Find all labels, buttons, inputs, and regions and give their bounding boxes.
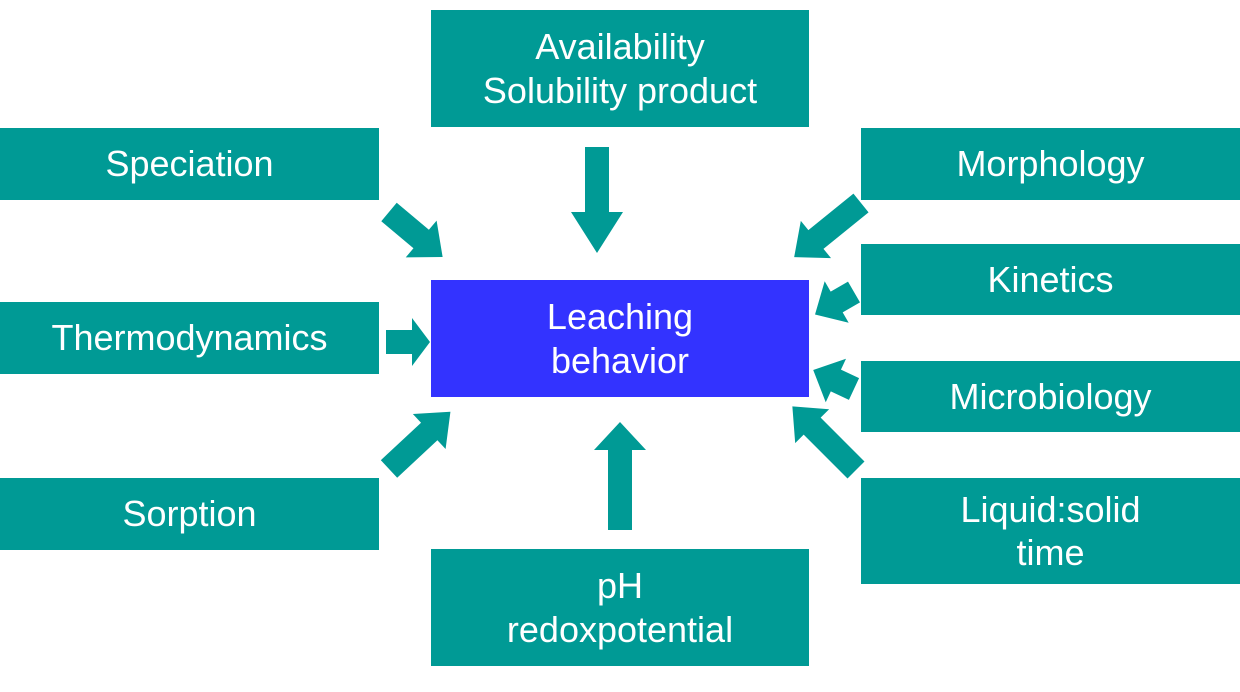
factor-availability-line-1: Availability [535, 26, 705, 68]
factor-kinetics-label: Kinetics [987, 258, 1114, 300]
factor-microbiology: Microbiology [861, 361, 1240, 432]
factor-speciation: Speciation [0, 128, 379, 200]
factor-thermodynamics: Thermodynamics [0, 302, 379, 374]
factor-availability-line-2: Solubility product [482, 69, 758, 111]
arrow-speciation [381, 202, 443, 258]
arrow-availability [571, 147, 623, 253]
factor-kinetics: Kinetics [861, 244, 1240, 315]
factor-availability: Availability Solubility product [431, 10, 809, 127]
factor-ph: pH redoxpotential [431, 549, 809, 666]
arrow-liquid-solid [792, 406, 865, 479]
factor-morphology: Morphology [861, 128, 1240, 200]
center-line-1: Leaching [546, 296, 694, 338]
factor-sorption-label: Sorption [122, 493, 257, 535]
factor-liquid-solid-line-1: Liquid:solid [960, 488, 1141, 530]
arrow-kinetics [815, 281, 860, 323]
factor-liquid-solid: Liquid:solid time [861, 478, 1240, 584]
factor-liquid-solid-line-2: time [1016, 532, 1085, 573]
arrow-sorption [380, 411, 451, 478]
arrow-morphology [794, 193, 869, 259]
factor-speciation-label: Speciation [105, 143, 274, 185]
arrow-thermodynamics [386, 318, 430, 366]
factor-sorption: Sorption [0, 478, 379, 550]
factor-microbiology-label: Microbiology [949, 375, 1152, 417]
factor-ph-line-2: redoxpotential [506, 608, 734, 650]
arrow-microbiology [813, 358, 860, 403]
factor-morphology-label: Morphology [956, 143, 1145, 185]
center-line-2: behavior [550, 339, 690, 381]
arrow-ph [594, 422, 646, 530]
factor-thermodynamics-label: Thermodynamics [51, 317, 328, 359]
factor-ph-line-1: pH [596, 565, 644, 607]
center-leaching-behavior: Leaching behavior [431, 280, 809, 397]
